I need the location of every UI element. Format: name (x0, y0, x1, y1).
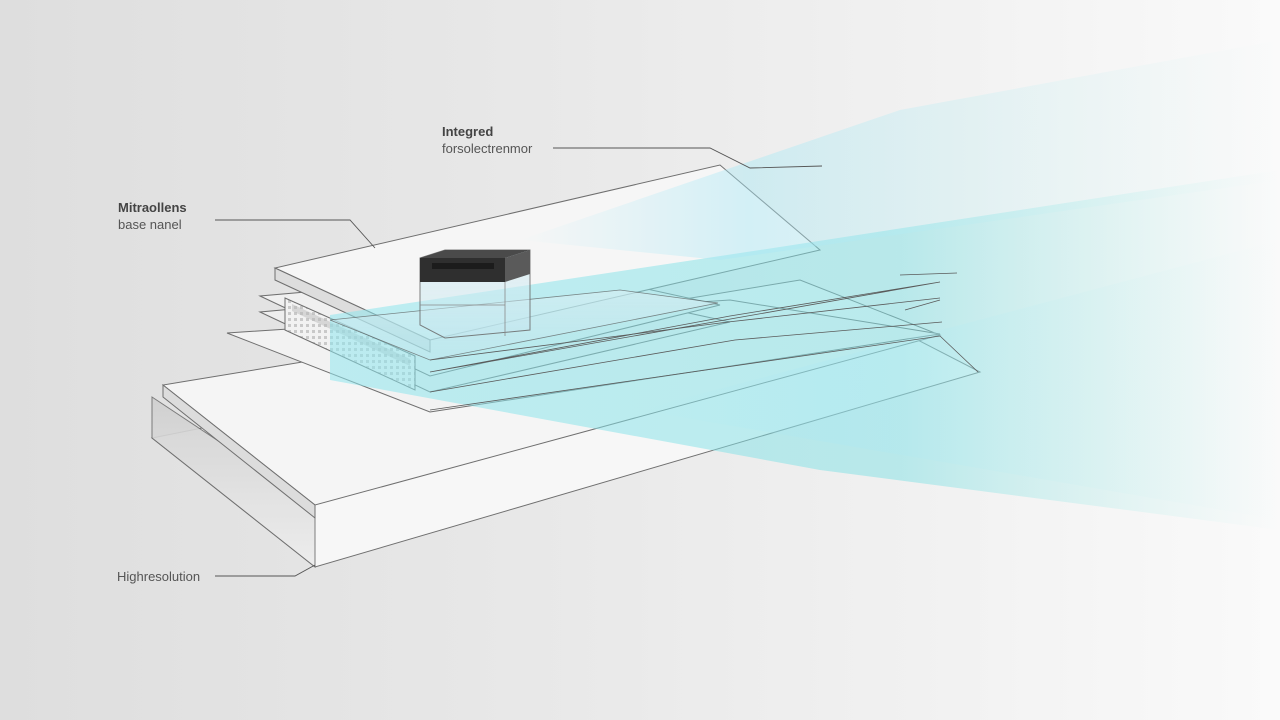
sensor-module (419, 249, 531, 339)
label-sensor: Integred forsolectrenmor (442, 123, 532, 157)
leader-bottom (215, 564, 316, 577)
label-sensor-title: Integred (442, 124, 494, 139)
label-sensor-subtitle: forsolectrenmor (442, 141, 533, 156)
light-beam (330, 40, 1280, 530)
label-microlens-title: Mitraollens (118, 200, 187, 215)
leader-lines (215, 147, 823, 577)
label-microlens: Mitraollens base nanel (118, 199, 187, 233)
label-bottom-title: Highresolution (117, 569, 201, 584)
leader-sensor (553, 147, 823, 169)
label-bottom: Highresolution (117, 568, 200, 585)
label-microlens-subtitle: base nanel (118, 217, 182, 232)
leader-microlens (215, 219, 376, 249)
